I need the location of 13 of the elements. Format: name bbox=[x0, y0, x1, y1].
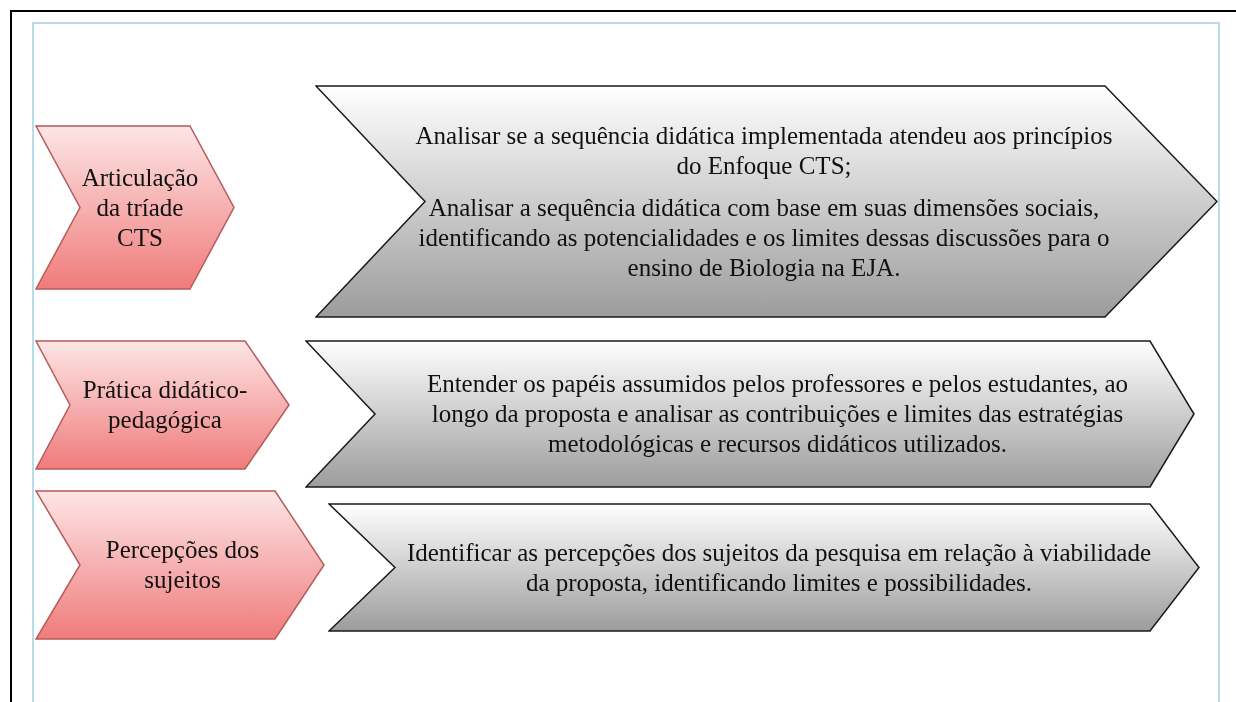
chevron-shape bbox=[35, 490, 325, 640]
chevron-text: Prática didático-pedagógica bbox=[81, 375, 249, 435]
chevron-shape bbox=[328, 503, 1200, 632]
chevron-text: Articulação da tríade CTS bbox=[80, 162, 200, 253]
chevron-shape bbox=[35, 340, 290, 470]
chevron-text: Analisar se a sequência didática implementada atendeu aos princípios do Enfoque CTS; bbox=[414, 120, 1114, 181]
chevron-text: Identificar as percepções dos sujeitos da pesquisa em relação à viabilidade da proposta, identificando limites e possibilidades. bbox=[405, 537, 1153, 598]
chevron-text: Analisar a sequência didática com base em suas dimensões sociais, identificando as potencialidades e os limites dessas discussões para o ensino de Biologia na EJA. bbox=[417, 192, 1111, 283]
chevron-text: Entender os papéis assumidos pelos professores e pelos estudantes, ao longo da proposta e analisar as contribuições e limites das estratégias metodológicas e recursos didáticos utilizados. bbox=[425, 369, 1130, 459]
chevron-text: Percepções dos sujeitos bbox=[104, 535, 261, 595]
chevron-shape bbox=[305, 340, 1195, 488]
chevron-shape bbox=[35, 125, 235, 290]
chevron-shape bbox=[315, 85, 1218, 318]
